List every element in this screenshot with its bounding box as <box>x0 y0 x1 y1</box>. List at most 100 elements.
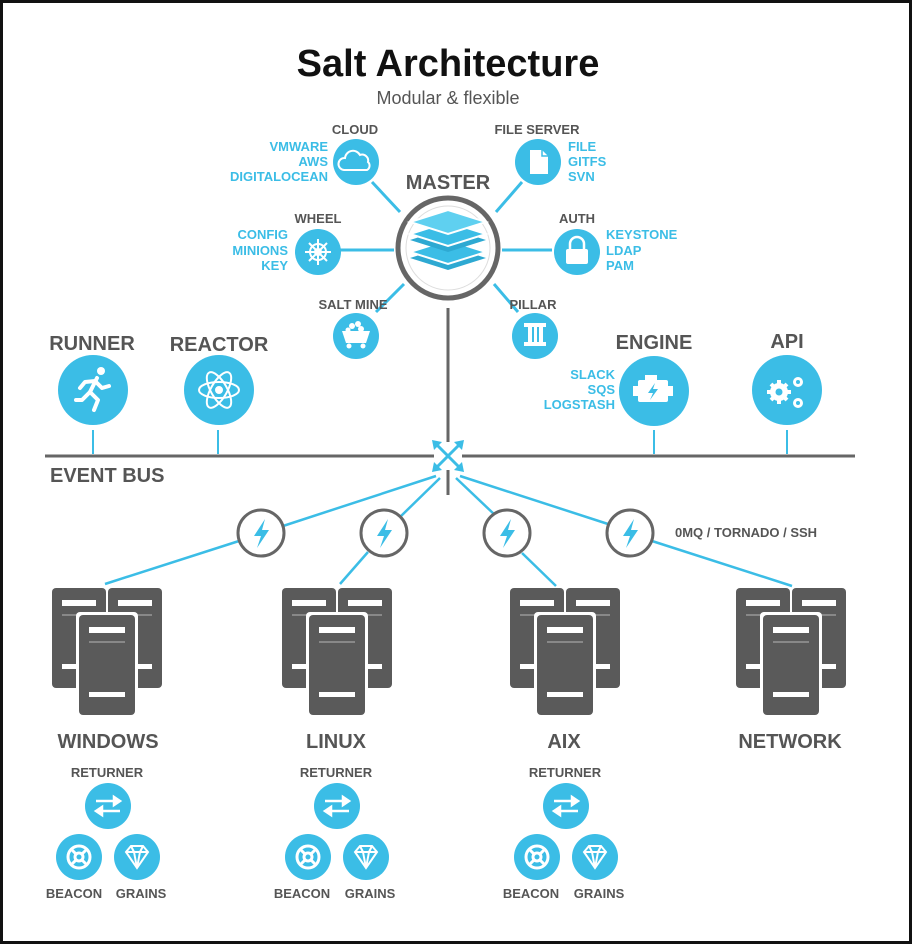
transport-bolt-2 <box>359 508 409 558</box>
wheel-node <box>295 229 341 275</box>
cloud-icon <box>337 149 371 171</box>
swap-arrows-icon <box>93 794 123 818</box>
grains-label: GRAINS <box>345 886 396 901</box>
transport-lines <box>104 474 793 588</box>
engine-item-2: SQS <box>588 382 616 397</box>
gears-icon <box>767 377 803 408</box>
auth-item-1: KEYSTONE <box>606 227 678 242</box>
minion-label-linux: LINUX <box>306 731 367 753</box>
beacon-node <box>514 834 560 880</box>
diamond-icon <box>124 845 150 870</box>
engine-icon <box>633 375 673 402</box>
api-label: API <box>770 331 803 353</box>
transport-bolt-3 <box>482 508 532 558</box>
page-title: Salt Architecture <box>297 43 600 85</box>
reactor-label: REACTOR <box>170 334 269 356</box>
pillar-label: PILLAR <box>510 297 558 312</box>
aix-extensions: RETURNER BEACON GRAINS <box>503 765 625 901</box>
lifebuoy-icon <box>66 844 92 870</box>
returner-label: RETURNER <box>300 765 373 780</box>
runner-label: RUNNER <box>49 333 135 355</box>
returner-label: RETURNER <box>71 765 144 780</box>
runner-node <box>58 355 128 425</box>
master-label: MASTER <box>406 172 491 194</box>
network-server-icon <box>736 588 846 718</box>
windows-extensions: RETURNER BEACON GRAINS <box>46 765 167 901</box>
cloud-node <box>333 139 379 185</box>
aix-server-icon <box>510 588 620 718</box>
file-server-node <box>515 139 561 185</box>
api-node <box>752 355 822 425</box>
pillar-icon <box>524 323 546 346</box>
auth-node <box>554 229 600 275</box>
swap-arrows-icon <box>322 794 352 818</box>
linux-extensions: RETURNER BEACON GRAINS <box>274 765 396 901</box>
grains-label: GRAINS <box>574 886 625 901</box>
wheel-label: WHEEL <box>295 211 342 226</box>
stack-layers-icon <box>406 208 490 270</box>
page-subtitle: Modular & flexible <box>376 88 519 108</box>
cloud-item-2: AWS <box>298 154 328 169</box>
event-bus-hub-icon <box>432 440 464 472</box>
reactor-node <box>184 355 254 425</box>
salt-mine-node <box>333 313 379 359</box>
atom-icon <box>198 371 240 409</box>
bolt-icon <box>254 519 269 548</box>
beacon-node <box>285 834 331 880</box>
windows-server-icon <box>52 588 162 718</box>
swap-arrows-icon <box>551 794 581 818</box>
returner-node <box>314 783 360 829</box>
ship-wheel-icon <box>305 239 331 265</box>
returner-node <box>85 783 131 829</box>
auth-item-2: LDAP <box>606 243 642 258</box>
diamond-icon <box>353 845 379 870</box>
beacon-label: BEACON <box>274 886 330 901</box>
lock-icon <box>566 235 588 264</box>
wheel-item-3: KEY <box>261 258 288 273</box>
engine-label: ENGINE <box>616 332 693 354</box>
grains-node <box>572 834 618 880</box>
cloud-label: CLOUD <box>332 122 378 137</box>
beacon-node <box>56 834 102 880</box>
minion-label-windows: WINDOWS <box>57 731 158 753</box>
lifebuoy-icon <box>295 844 321 870</box>
file-server-item-3: SVN <box>568 169 595 184</box>
file-server-label: FILE SERVER <box>494 122 580 137</box>
grains-node <box>343 834 389 880</box>
beacon-label: BEACON <box>46 886 102 901</box>
minion-label-network: NETWORK <box>738 731 842 753</box>
beacon-label: BEACON <box>503 886 559 901</box>
bolt-icon <box>623 519 638 548</box>
wheel-item-2: MINIONS <box>232 243 288 258</box>
file-server-item-2: GITFS <box>568 154 607 169</box>
linux-server-icon <box>282 588 392 718</box>
file-server-item-1: FILE <box>568 139 596 154</box>
diamond-icon <box>582 845 608 870</box>
wheel-item-1: CONFIG <box>237 227 288 242</box>
salt-mine-label: SALT MINE <box>318 297 387 312</box>
minion-label-aix: AIX <box>547 731 581 753</box>
master-spokes <box>340 180 552 314</box>
mine-cart-icon <box>342 321 370 349</box>
bolt-icon <box>377 519 392 548</box>
transport-label: 0MQ / TORNADO / SSH <box>675 525 817 540</box>
runner-icon <box>74 367 111 412</box>
engine-item-3: LOGSTASH <box>544 397 615 412</box>
grains-node <box>114 834 160 880</box>
master-node <box>395 195 501 301</box>
cloud-item-3: DIGITALOCEAN <box>230 169 328 184</box>
engine-node <box>619 356 689 426</box>
event-bus-label: EVENT BUS <box>50 465 164 487</box>
returner-node <box>543 783 589 829</box>
engine-item-1: SLACK <box>570 367 615 382</box>
bus-connectors <box>92 430 788 454</box>
cloud-item-1: VMWARE <box>270 139 329 154</box>
auth-item-3: PAM <box>606 258 634 273</box>
returner-label: RETURNER <box>529 765 602 780</box>
pillar-node <box>512 313 558 359</box>
grains-label: GRAINS <box>116 886 167 901</box>
transport-bolt-4 <box>605 508 655 558</box>
transport-bolt-1 <box>236 508 286 558</box>
